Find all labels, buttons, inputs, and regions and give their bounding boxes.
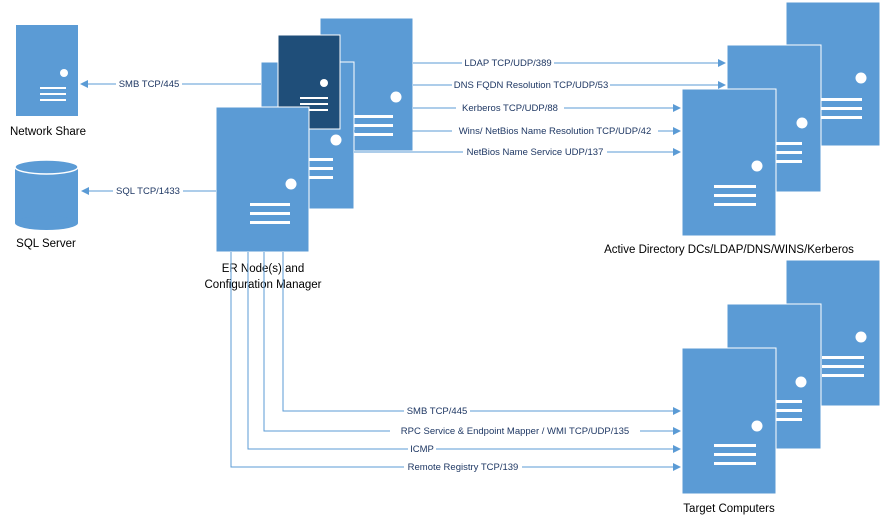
netbios-label-bg xyxy=(463,146,607,157)
smb-target-label-bg xyxy=(404,405,470,416)
rpc-label: RPC Service & Endpoint Mapper / WMI TCP/… xyxy=(401,426,629,437)
smb-target-label: SMB TCP/445 xyxy=(407,406,468,417)
icmp-label-bg xyxy=(408,443,436,454)
netbios-label: NetBios Name Service UDP/137 xyxy=(467,147,604,158)
ad-server-front-icon xyxy=(681,88,777,237)
dns-label: DNS FQDN Resolution TCP/UDP/53 xyxy=(454,80,609,91)
network-share-label: Network Share xyxy=(10,126,86,138)
ldap-label: LDAP TCP/UDP/389 xyxy=(464,58,551,69)
sql-server-database-icon xyxy=(14,159,79,230)
icmp-arrow-icon xyxy=(247,252,681,453)
sql-label-bg xyxy=(113,185,183,196)
icmp-label: ICMP xyxy=(410,444,434,455)
wins-label-bg xyxy=(452,125,658,136)
dns-label-bg xyxy=(452,79,610,90)
er-node-label-line2: Configuration Manager xyxy=(205,279,322,291)
kerberos-label-bg xyxy=(456,102,564,113)
er-node-label-line1: ER Node(s) and xyxy=(222,263,304,275)
rpc-arrow-icon xyxy=(263,252,681,435)
smb-share-label-bg xyxy=(116,78,182,89)
target-server-front-icon xyxy=(681,347,777,495)
remote-registry-arrow-icon xyxy=(230,252,681,471)
remote-registry-label: Remote Registry TCP/139 xyxy=(408,462,519,473)
sql-server-label: SQL Server xyxy=(16,238,76,250)
network-share-server-icon xyxy=(16,25,78,116)
rpc-label-bg xyxy=(390,425,640,436)
er-node-server-front-icon xyxy=(215,106,310,253)
remote-registry-label-bg xyxy=(404,461,522,472)
ldap-label-bg xyxy=(462,57,554,68)
active-directory-label: Active Directory DCs/LDAP/DNS/WINS/Kerbe… xyxy=(604,244,854,256)
smb-share-label: SMB TCP/445 xyxy=(119,79,180,90)
kerberos-label: Kerberos TCP/UDP/88 xyxy=(462,103,558,114)
smb-target-arrow-icon xyxy=(282,252,681,415)
target-computers-label: Target Computers xyxy=(683,503,775,515)
sql-label: SQL TCP/1433 xyxy=(116,186,180,197)
wins-label: Wins/ NetBios Name Resolution TCP/UDP/42 xyxy=(459,126,652,137)
